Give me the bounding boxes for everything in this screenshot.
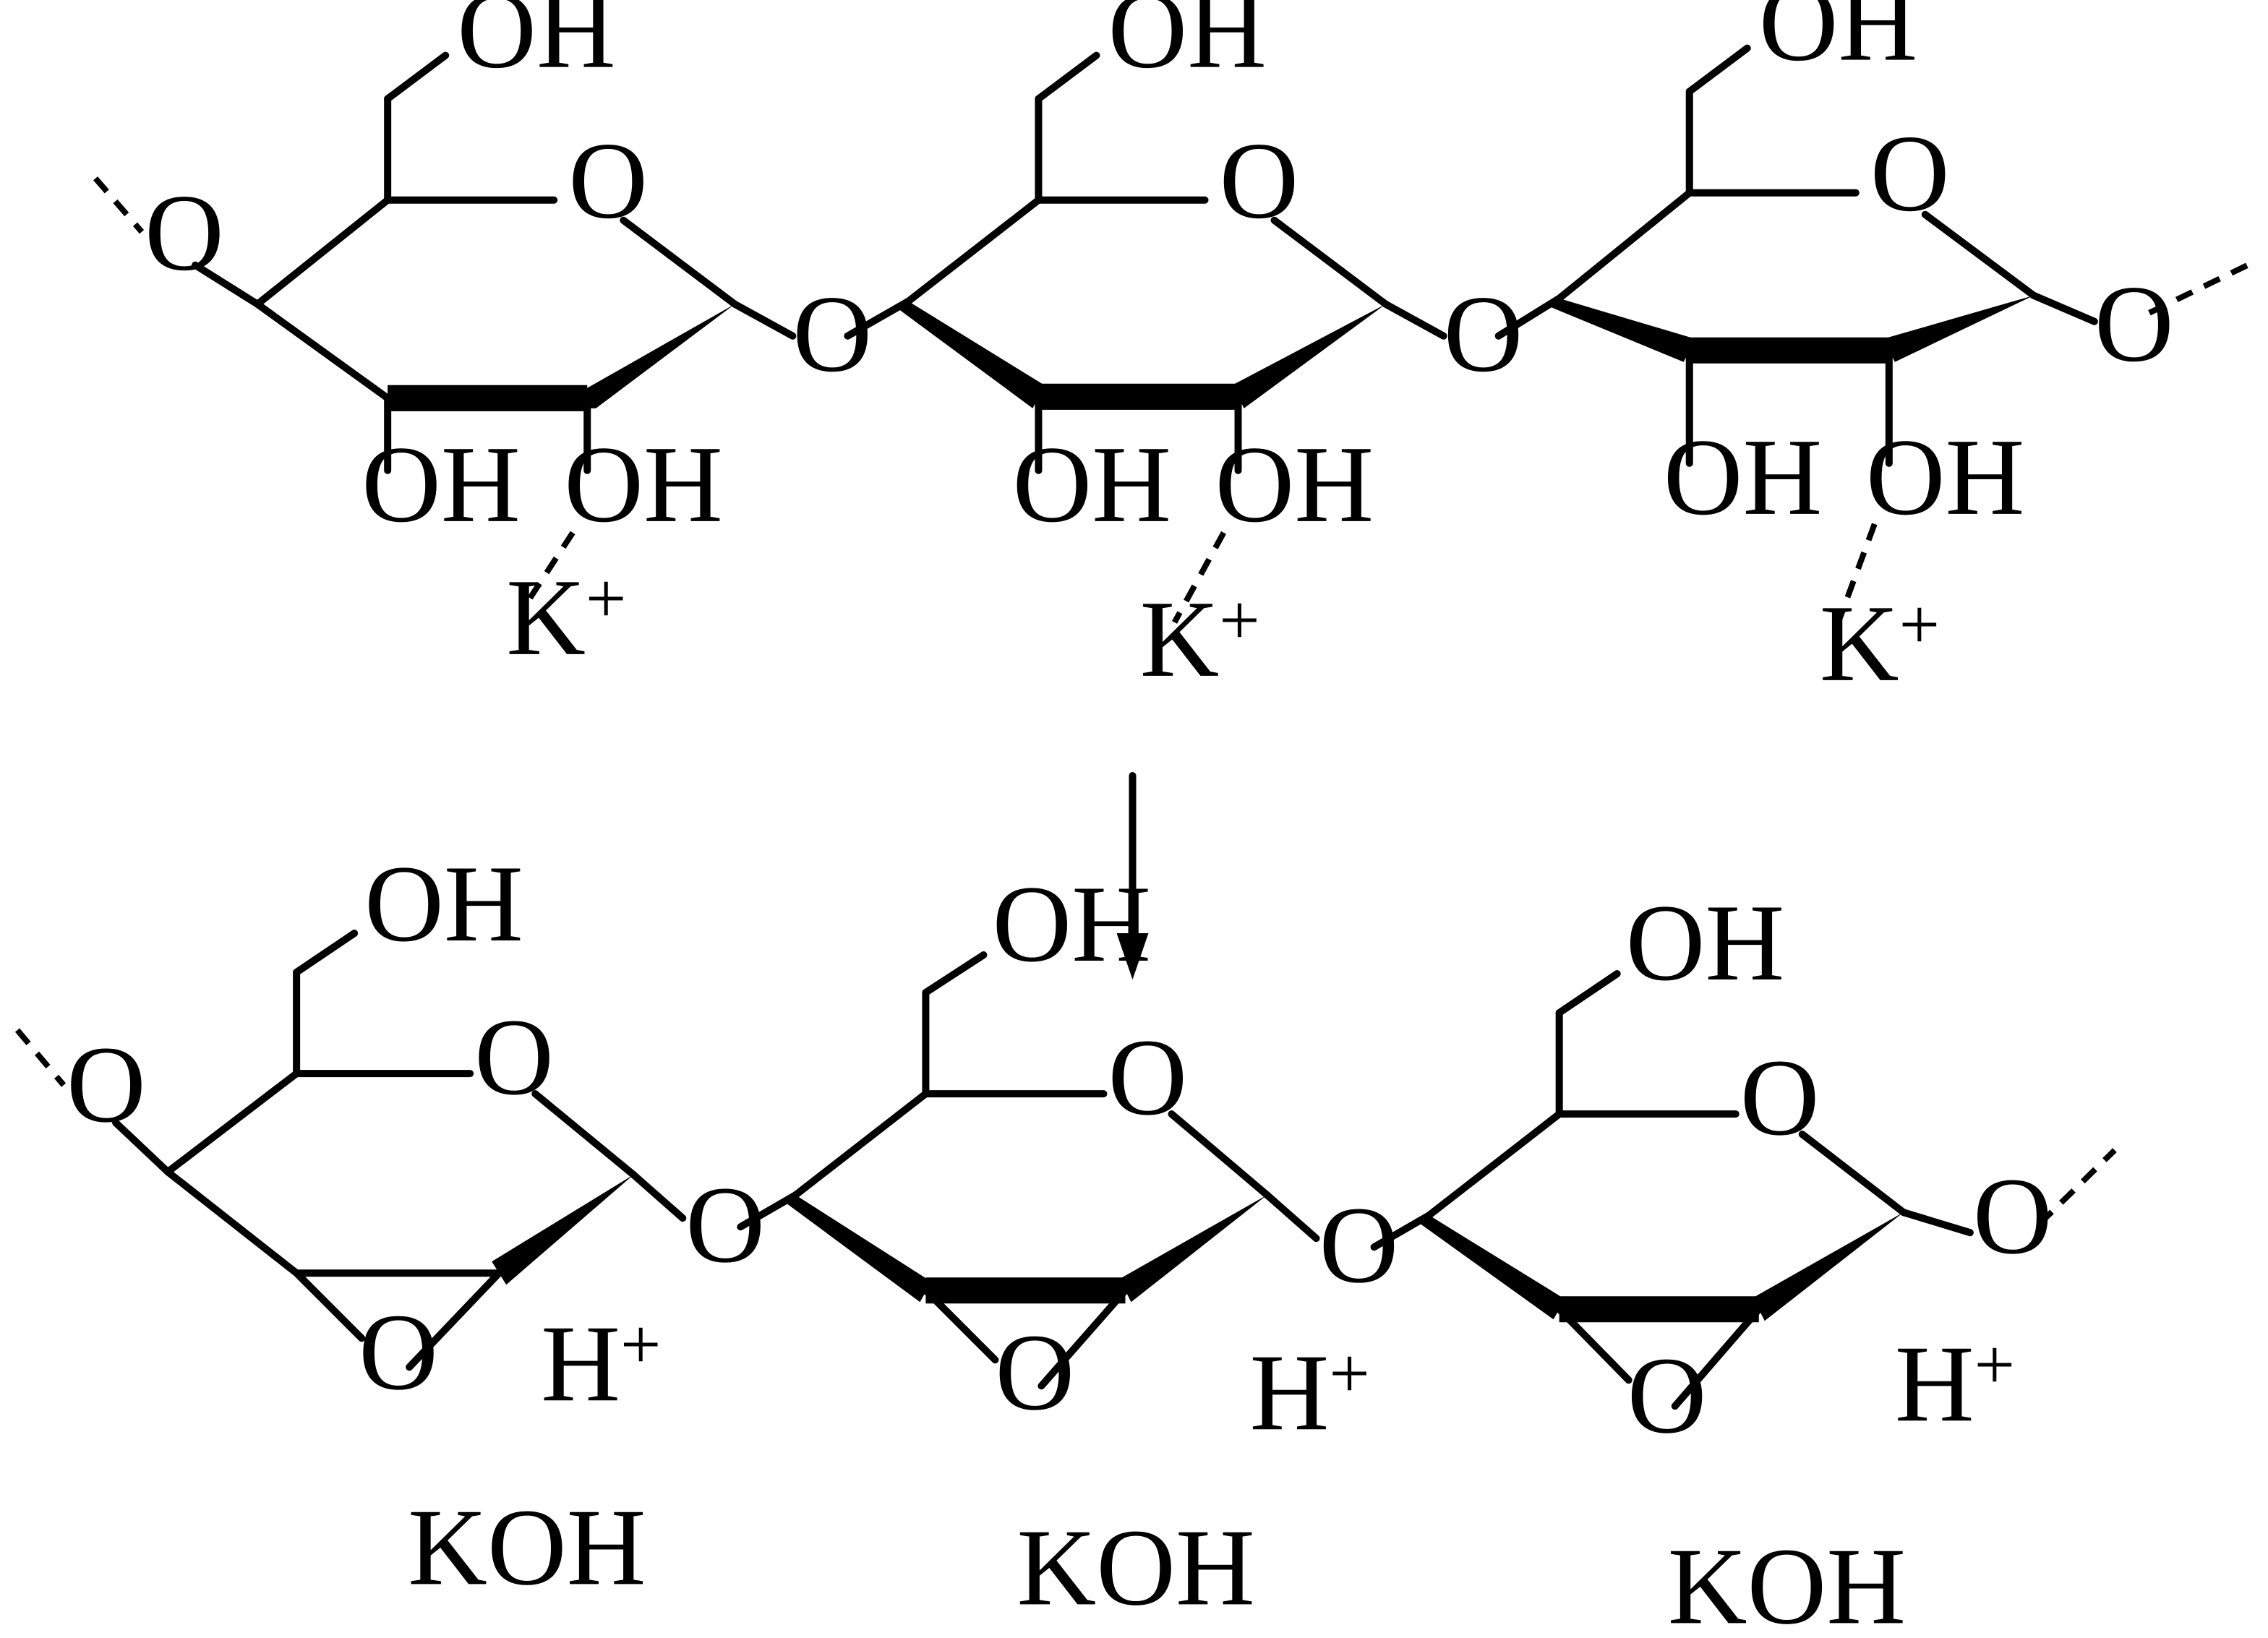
koh-label: KOH bbox=[1017, 1506, 1254, 1628]
product-chain: OH O O O H+ O OH O O H+ O bbox=[14, 843, 2117, 1456]
glucose-unit-1: OH O O OH OH K+ bbox=[93, 0, 797, 678]
anhydro-unit-3: OH O O O H+ bbox=[1370, 882, 2117, 1456]
atom-label: OH bbox=[1626, 882, 1785, 1003]
glucose-unit-2: OH O OH OH K+ bbox=[844, 0, 1447, 700]
atom-label: O bbox=[474, 996, 554, 1118]
atom-label: O bbox=[145, 172, 224, 293]
atom-label: OH bbox=[564, 424, 723, 545]
atom-label: OH bbox=[1108, 0, 1267, 91]
atom-label: OH bbox=[1759, 0, 1918, 84]
glycosidic-oxygen: O bbox=[1444, 273, 1523, 395]
proton: H+ bbox=[541, 1303, 661, 1424]
proton: H+ bbox=[1895, 1323, 2015, 1444]
atom-label: OH bbox=[1866, 416, 2025, 538]
atom-label: O bbox=[568, 120, 648, 241]
koh-label: KOH bbox=[1668, 1525, 1906, 1638]
reaction-arrow bbox=[1116, 771, 1149, 980]
atom-label: OH bbox=[1012, 424, 1171, 545]
anhydro-unit-1: OH O O O H+ bbox=[14, 843, 687, 1424]
atom-label: OH bbox=[992, 863, 1151, 985]
epoxide-oxygen: O bbox=[1627, 1334, 1707, 1456]
atom-label: O bbox=[1973, 1155, 2053, 1277]
atom-label: O bbox=[1220, 120, 1299, 241]
atom-label: O bbox=[67, 1024, 146, 1145]
proton: H+ bbox=[1250, 1332, 1370, 1453]
glycosidic-oxygen: O bbox=[685, 1164, 765, 1285]
atom-label: OH bbox=[457, 0, 616, 91]
koh-labels: KOH KOH KOH bbox=[408, 1486, 1906, 1638]
koh-label: KOH bbox=[408, 1486, 646, 1608]
atom-label: OH bbox=[1215, 424, 1374, 545]
potassium-ion: K+ bbox=[506, 557, 626, 678]
potassium-ion: K+ bbox=[1820, 583, 1940, 704]
atom-label: O bbox=[1740, 1037, 1820, 1158]
atom-label: OH bbox=[361, 424, 521, 545]
atom-label: OH bbox=[1664, 416, 1823, 538]
atom-label: OH bbox=[364, 843, 523, 964]
epoxide-oxygen: O bbox=[995, 1311, 1074, 1433]
glycosidic-oxygen: O bbox=[792, 273, 872, 395]
glycosidic-oxygen: O bbox=[1319, 1184, 1399, 1305]
atom-label: O bbox=[1870, 113, 1950, 234]
reactant-chain: OH O O OH OH K+ O OH O OH OH bbox=[93, 0, 2252, 704]
anhydro-unit-2: OH O O H+ bbox=[737, 863, 1370, 1453]
epoxide-oxygen: O bbox=[359, 1291, 438, 1412]
potassium-ion: K+ bbox=[1140, 578, 1260, 700]
glucose-unit-3: OH O OH OH O K+ bbox=[1494, 0, 2252, 704]
atom-label: O bbox=[2094, 263, 2174, 385]
atom-label: O bbox=[1108, 1016, 1187, 1138]
